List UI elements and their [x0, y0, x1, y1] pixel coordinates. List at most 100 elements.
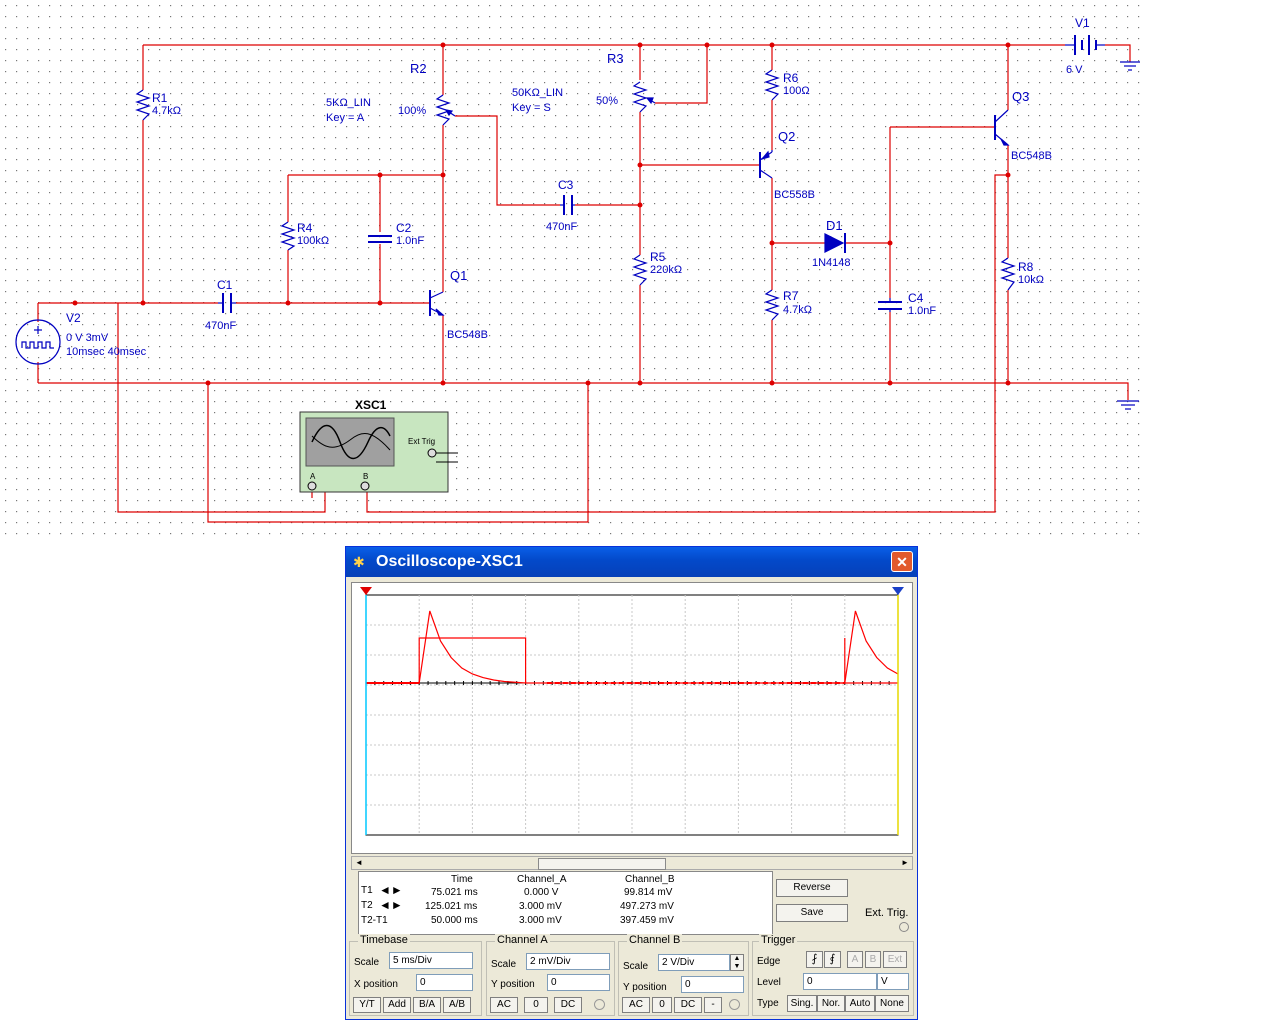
horizontal-scrollbar[interactable]: ◄ ►	[351, 856, 913, 870]
mode-yt-button[interactable]: Y/T	[353, 997, 381, 1013]
t2-t1-time: 50.000 ms	[431, 915, 478, 926]
channel-b-zero-button[interactable]: 0	[652, 997, 672, 1013]
c3-name: C3	[558, 178, 574, 192]
measurement-panel: Time Channel_A Channel_B T1 ◄► 75.021 ms…	[358, 871, 773, 935]
q1-name: Q1	[450, 268, 467, 283]
scope-screen	[351, 582, 913, 854]
title-bar[interactable]: ✱ Oscilloscope-XSC1 ✕	[346, 547, 917, 577]
capacitor-c3	[560, 195, 575, 215]
mode-ba-button[interactable]: B/A	[413, 997, 441, 1013]
ground-icon	[1120, 61, 1140, 71]
trigger-level-label: Level	[757, 977, 781, 988]
r8-value: 10kΩ	[1018, 274, 1044, 286]
trigger-source-ext-button[interactable]: Ext	[883, 951, 907, 968]
trigger-level-unit[interactable]: V	[877, 973, 909, 990]
trigger-normal-button[interactable]: Nor.	[817, 995, 845, 1012]
resistor-r1	[135, 89, 151, 121]
capacitor-c1	[218, 293, 236, 313]
t2-time: 125.021 ms	[425, 901, 478, 912]
component-labels: V1 6 V R1 4.7kΩ R2 5KΩ_LIN Key = A 100% …	[66, 16, 1090, 481]
channel-a-invert-radio[interactable]	[594, 999, 605, 1010]
probe-b-terminal	[360, 481, 370, 491]
channel-b-ypos-field[interactable]: 0	[681, 976, 744, 993]
r3-percent: 50%	[596, 95, 618, 107]
r6-value: 100Ω	[783, 85, 810, 97]
col-header-channel-a: Channel_A	[517, 874, 567, 885]
mode-ab-button[interactable]: A/B	[443, 997, 471, 1013]
timebase-title: Timebase	[358, 934, 410, 946]
ext-trig-radio[interactable]	[899, 922, 909, 932]
channel-a-group: Channel A Scale 2 mV/Div Y position 0 AC…	[486, 934, 615, 1016]
edge-rising-button[interactable]: ⨏	[806, 951, 823, 968]
trigger-auto-button[interactable]: Auto	[845, 995, 875, 1012]
timebase-scale-label: Scale	[354, 957, 380, 968]
edge-falling-button[interactable]: ⨐	[824, 951, 841, 968]
scroll-left-icon[interactable]: ◄	[355, 858, 363, 867]
r2-key: Key = A	[326, 112, 365, 124]
channel-b-invert-radio[interactable]	[729, 999, 740, 1010]
timebase-xpos-label: X position	[354, 979, 398, 990]
transistor-q1	[429, 290, 445, 316]
channel-a-ypos-field[interactable]: 0	[547, 974, 610, 991]
ext-trig-terminal	[427, 448, 437, 458]
xsc1-name: XSC1	[355, 398, 387, 412]
t1-arrows-icon[interactable]: ◄►	[379, 883, 403, 897]
r5-name: R5	[650, 250, 666, 264]
xsc1-ext-trig: Ext Trig	[408, 437, 435, 446]
close-button[interactable]: ✕	[891, 551, 913, 572]
r7-value: 4.7kΩ	[783, 304, 812, 316]
channel-a-title: Channel A	[495, 934, 550, 946]
channel-b-scale-label: Scale	[623, 961, 649, 972]
r3-key: Key = S	[512, 102, 551, 114]
r6-name: R6	[783, 71, 799, 85]
d1-value: 1N4148	[812, 257, 851, 269]
channel-a-scale-field[interactable]: 2 mV/Div	[526, 953, 610, 970]
trigger-level-field[interactable]: 0	[803, 973, 877, 990]
channel-a-dc-button[interactable]: DC	[554, 997, 582, 1013]
channel-b-scale-spinner-icon[interactable]: ▲▼	[730, 954, 744, 971]
channel-a-zero-button[interactable]: 0	[524, 997, 548, 1013]
scroll-right-icon[interactable]: ►	[901, 858, 909, 867]
trigger-source-a-button[interactable]: A	[847, 951, 863, 968]
channel-b-dc-button[interactable]: DC	[674, 997, 702, 1013]
channel-b-ac-button[interactable]: AC	[622, 997, 650, 1013]
trigger-single-button[interactable]: Sing.	[787, 995, 817, 1012]
t2-arrows-icon[interactable]: ◄►	[379, 898, 403, 912]
probe-a-terminal	[307, 481, 317, 491]
c3-value: 470nF	[546, 221, 577, 233]
r2-name: R2	[410, 61, 427, 76]
reverse-button[interactable]: Reverse	[776, 879, 848, 897]
capacitor-c2	[368, 235, 392, 243]
c4-name: C4	[908, 291, 924, 305]
channel-b-scale-field[interactable]: 2 V/Div	[658, 954, 730, 971]
oscilloscope-instrument-xsc1[interactable]	[299, 411, 458, 493]
timebase-scale-field[interactable]: 5 ms/Div	[389, 952, 473, 969]
col-header-time: Time	[451, 874, 473, 885]
trigger-type-label: Type	[757, 998, 779, 1009]
save-button[interactable]: Save	[776, 904, 848, 922]
resistor-r5	[632, 254, 648, 286]
channel-b-title: Channel B	[627, 934, 683, 946]
trigger-source-b-button[interactable]: B	[865, 951, 881, 968]
cursor-t1-handle-icon	[360, 587, 372, 595]
window-title: Oscilloscope-XSC1	[376, 553, 523, 570]
c1-name: C1	[217, 278, 233, 292]
scroll-thumb[interactable]	[538, 858, 666, 870]
r1-value: 4.7kΩ	[152, 105, 181, 117]
r2-percent: 100%	[398, 105, 426, 117]
transistor-q2	[759, 150, 773, 179]
v2-value1: 0 V 3mV	[66, 332, 109, 344]
channel-b-minus-button[interactable]: -	[704, 997, 722, 1013]
oscilloscope-window: ✱ Oscilloscope-XSC1 ✕ ◄ ► Time Channel_A…	[345, 546, 918, 1020]
components	[15, 35, 1140, 410]
channel-a-ypos-label: Y position	[491, 979, 535, 990]
trigger-none-button[interactable]: None	[875, 995, 909, 1012]
channel-a-ac-button[interactable]: AC	[490, 997, 518, 1013]
trigger-edge-label: Edge	[757, 956, 781, 967]
timebase-xpos-field[interactable]: 0	[416, 974, 473, 991]
transistor-q3	[994, 109, 1010, 146]
mode-add-button[interactable]: Add	[383, 997, 411, 1013]
v2-name: V2	[66, 311, 81, 325]
c4-value: 1.0nF	[908, 305, 936, 317]
channel-b-group: Channel B Scale 2 V/Div ▲▼ Y position 0 …	[618, 934, 749, 1016]
